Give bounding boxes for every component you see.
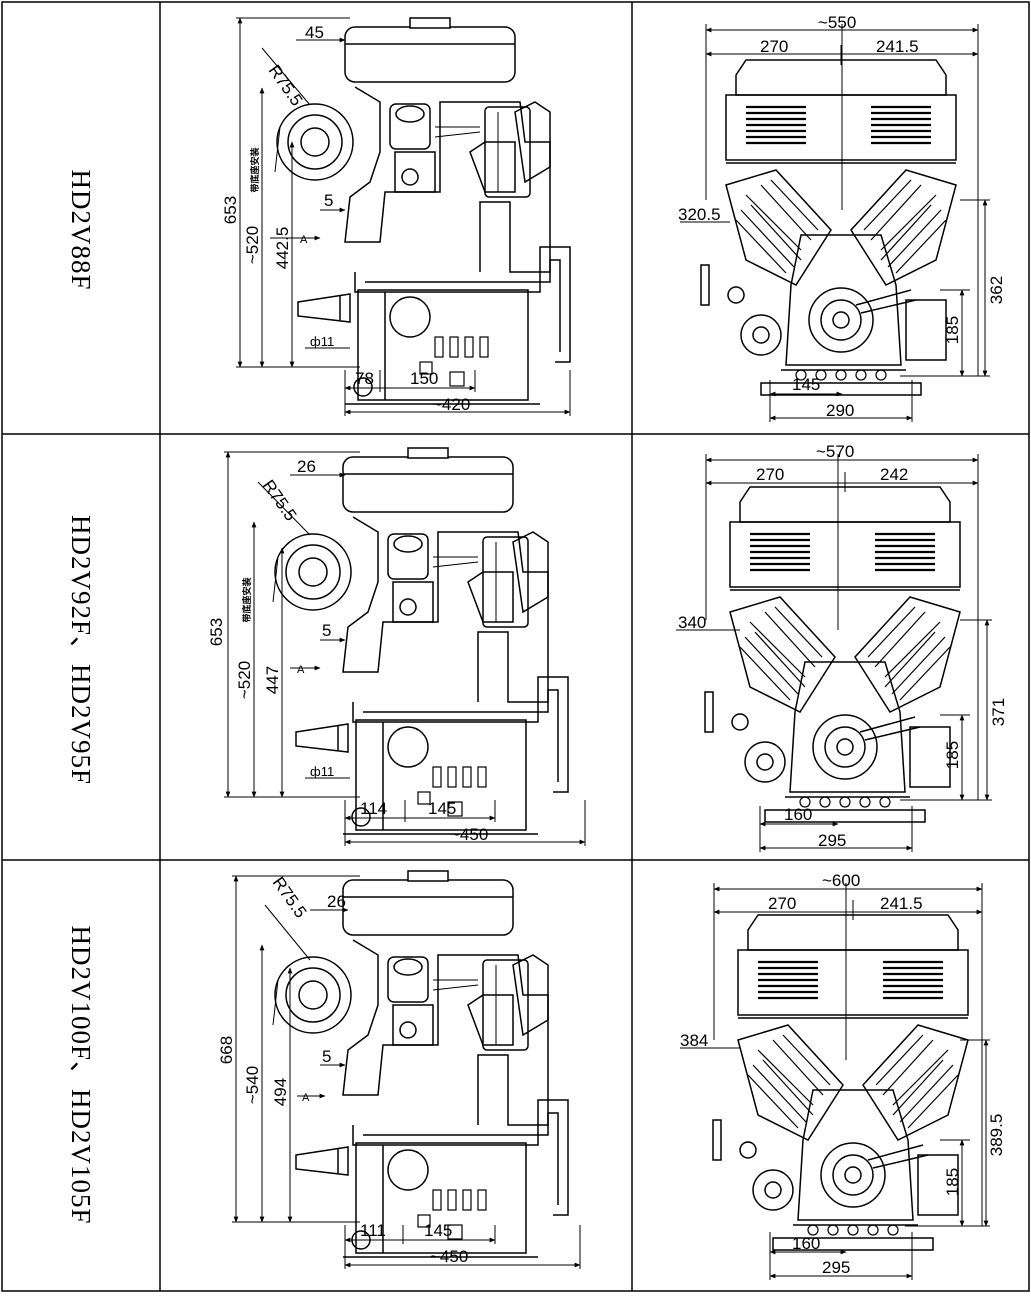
side-dimension-lines xyxy=(236,17,571,416)
axis-label: A xyxy=(297,664,305,676)
dim-gap: 5 xyxy=(322,1047,331,1066)
dim-radius: R75.5 xyxy=(259,476,301,524)
dim-base-width: 295 xyxy=(818,831,846,850)
dim-left-width: 270 xyxy=(756,465,784,484)
dim-top-offset: 45 xyxy=(305,23,324,42)
dim-total-width: ~420 xyxy=(432,395,470,414)
dim-total-height: 653 xyxy=(221,196,240,224)
dim-total-width: ~450 xyxy=(430,1247,468,1266)
dim-left-offset: 114 xyxy=(360,799,387,818)
dim-right-width: 242 xyxy=(880,465,908,484)
model-label: HD2V88F xyxy=(66,169,96,290)
front-view: ~600 270 241.5 384 389.5 185 160 295 xyxy=(680,871,1006,1280)
dim-gap: 5 xyxy=(322,621,331,640)
dim-left-height: 340 xyxy=(678,613,706,632)
model-label: HD2V92F、HD2V95F xyxy=(66,515,96,785)
side-view: 26 R75.5 653 ~520 带底座安装 447 5 A ф11 114 … xyxy=(207,447,586,846)
dim-total-width: ~600 xyxy=(822,871,860,890)
dim-right-height: 371 xyxy=(989,698,1008,726)
dim-base-inner: 160 xyxy=(784,805,812,824)
dim-total-width: ~450 xyxy=(450,825,488,844)
dim-left-offset: 111 xyxy=(360,1221,386,1240)
front-dimension-lines xyxy=(680,24,990,422)
dim-right-width: 241.5 xyxy=(880,894,923,913)
front-view: ~570 270 242 340 371 185 160 295 xyxy=(676,442,1008,852)
dim-right-width: 241.5 xyxy=(876,37,919,56)
model-label: HD2V100F、HD2V105F xyxy=(66,925,96,1224)
row-hd2v92f-hd2v95f: HD2V92F、HD2V95F 26 xyxy=(66,442,1008,852)
dim-radius: R75.5 xyxy=(265,61,307,109)
dim-left-width: 270 xyxy=(768,894,796,913)
dim-mid-span: 150 xyxy=(410,369,438,388)
dim-total-width: ~550 xyxy=(818,13,856,32)
row-hd2v100f-hd2v105f: HD2V100F、HD2V105F 26 R75.5 xyxy=(66,870,1006,1280)
dim-top-offset: 26 xyxy=(297,457,316,476)
dim-mid-span: 145 xyxy=(424,1221,452,1240)
dim-shaft-height: 185 xyxy=(943,316,962,344)
front-dimension-lines xyxy=(676,454,992,852)
dim-axis-height: 447 xyxy=(263,666,282,694)
dim-mount-height: ~520 xyxy=(243,226,262,264)
dim-right-height: 362 xyxy=(987,276,1006,304)
dim-shaft-height: 185 xyxy=(943,741,962,769)
side-engine-outline xyxy=(272,870,569,1258)
side-view: 45 R75.5 653 ~520 带底座安装 442.5 5 A ф11 78… xyxy=(221,17,571,416)
axis-label: A xyxy=(302,1092,310,1104)
front-view: ~550 270 241.5 320.5 362 185 145 290 xyxy=(678,13,1006,422)
dim-left-height: 320.5 xyxy=(678,205,721,224)
dim-top-offset: 26 xyxy=(327,892,346,911)
dim-total-height: 668 xyxy=(217,1036,236,1064)
dim-total-width: ~570 xyxy=(816,442,854,461)
dim-radius: R75.5 xyxy=(269,873,311,921)
dim-left-width: 270 xyxy=(760,37,788,56)
front-engine-outline xyxy=(711,898,970,1252)
dim-right-height: 389.5 xyxy=(987,1114,1006,1157)
dim-base-inner: 160 xyxy=(792,1234,820,1253)
front-dimension-lines xyxy=(680,883,990,1280)
dim-mount-height: ~540 xyxy=(243,1066,262,1104)
dim-mount-height: ~520 xyxy=(235,661,254,699)
dim-axis-height: 442.5 xyxy=(273,227,292,270)
dim-left-height: 384 xyxy=(680,1031,708,1050)
dim-shaft-height: 185 xyxy=(943,1168,962,1196)
side-dimension-lines xyxy=(224,451,586,846)
dim-axis-height: 494 xyxy=(271,1078,290,1106)
side-dimension-lines xyxy=(232,875,581,1269)
dim-base-width: 290 xyxy=(826,401,854,420)
hole-diameter: ф11 xyxy=(310,334,334,349)
dim-base-inner: 145 xyxy=(792,375,820,394)
side-view: 26 R75.5 668 ~540 494 5 A 111 145 ~450 xyxy=(217,870,581,1269)
mount-note: 带底座安装 xyxy=(249,147,260,193)
dim-base-width: 295 xyxy=(822,1258,850,1277)
mount-note: 带底座安装 xyxy=(241,577,252,623)
dim-gap: 5 xyxy=(324,191,333,210)
row-hd2v88f: HD2V88F 45 R75.5 xyxy=(66,13,1006,422)
dim-mid-span: 145 xyxy=(428,799,456,818)
front-engine-outline xyxy=(699,43,958,397)
dim-left-offset: 78 xyxy=(355,369,374,388)
front-engine-outline xyxy=(703,470,962,824)
dim-total-height: 653 xyxy=(207,618,226,646)
axis-label: A xyxy=(300,234,308,246)
hole-diameter: ф11 xyxy=(310,764,334,779)
